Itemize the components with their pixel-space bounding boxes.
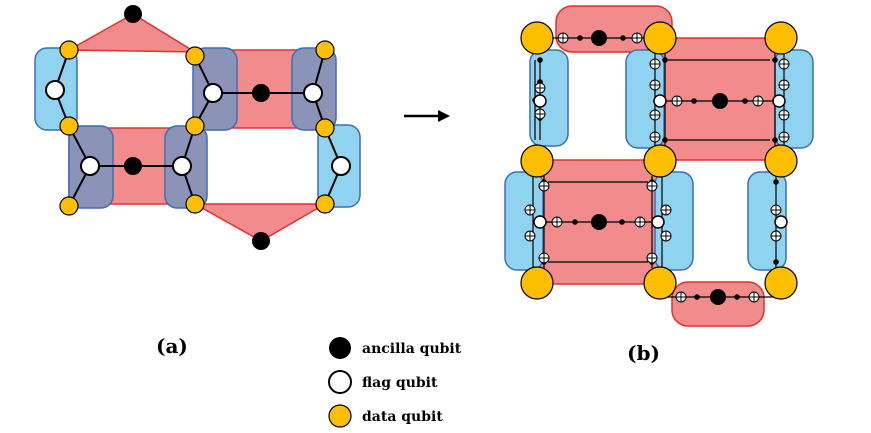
circle-plus-icon <box>752 95 764 107</box>
b-data-qubit-3 <box>764 21 798 55</box>
circle-plus-icon <box>778 131 790 143</box>
circle-plus-icon <box>748 291 760 303</box>
panel-a-caption: (a) <box>156 334 188 358</box>
flag-qubit-a5 <box>172 156 192 176</box>
circle-plus-icon <box>649 58 661 70</box>
flag-qubit-a2 <box>203 83 223 103</box>
flag-qubit-a1 <box>45 80 65 100</box>
circle-plus-icon <box>649 131 661 143</box>
data-qubit-a1 <box>59 40 79 60</box>
b-data-qubit-6 <box>764 144 798 178</box>
b-data-qubit-5 <box>643 144 677 178</box>
circle-plus-icon <box>538 180 550 192</box>
arrow-right-icon <box>404 110 450 122</box>
data-qubit-a2 <box>185 46 205 66</box>
legend-data-label: data qubit <box>362 409 443 425</box>
data-qubit-a4 <box>59 116 79 136</box>
b-ancilla-qubit-bottom <box>710 289 726 305</box>
legend: ancilla qubit flag qubit data qubit <box>328 337 462 428</box>
circle-plus-icon <box>631 32 643 44</box>
b-flag-qubit-3 <box>772 94 786 108</box>
b-flag-qubit-4 <box>533 215 547 229</box>
legend-data-icon <box>328 404 352 428</box>
flag-qubit-a4 <box>80 156 100 176</box>
b-ancilla-qubit-lower-left <box>591 214 607 230</box>
b-data-qubit-2 <box>643 21 677 55</box>
b-flag-qubit-5 <box>651 215 665 229</box>
b-data-qubit-8 <box>643 266 677 300</box>
circle-plus-icon-group <box>524 32 790 303</box>
ancilla-qubit-upper-center <box>252 84 270 102</box>
circle-plus-icon <box>649 109 661 121</box>
legend-flag-icon <box>328 370 352 394</box>
b-data-qubit-9 <box>764 266 798 300</box>
b-data-qubit-1 <box>520 21 554 55</box>
circle-plus-icon <box>778 79 790 91</box>
circle-plus-icon <box>649 79 661 91</box>
circle-plus-icon <box>671 95 683 107</box>
legend-ancilla-icon <box>329 337 351 359</box>
circle-plus-icon <box>675 291 687 303</box>
b-flag-qubit-2 <box>653 94 667 108</box>
panel-b-caption: (b) <box>627 341 660 365</box>
ancilla-qubit-bottom <box>252 232 270 250</box>
b-data-qubit-4 <box>520 144 554 178</box>
data-qubit-a8 <box>185 194 205 214</box>
circle-plus-icon <box>646 180 658 192</box>
circle-plus-icon <box>770 230 782 242</box>
flag-qubit-a3 <box>303 83 323 103</box>
b-ancilla-qubit-upper-right <box>712 93 728 109</box>
ancilla-qubit-top <box>124 5 142 23</box>
data-qubit-a7 <box>59 196 79 216</box>
b-flag-qubit-1 <box>533 94 547 108</box>
circle-plus-icon <box>660 230 672 242</box>
data-qubit-a5 <box>185 116 205 136</box>
b-data-qubit-7 <box>520 266 554 300</box>
circle-plus-icon <box>646 252 658 264</box>
circle-plus-icon <box>534 82 546 94</box>
circle-plus-icon <box>778 58 790 70</box>
circle-plus-icon <box>534 108 546 120</box>
flag-qubit-a6 <box>331 156 351 176</box>
circle-plus-icon <box>524 230 536 242</box>
panel-b <box>504 5 814 327</box>
legend-ancilla-label: ancilla qubit <box>362 341 462 357</box>
circle-plus-icon <box>551 216 563 228</box>
circle-plus-icon <box>538 252 550 264</box>
data-qubit-a6 <box>315 118 335 138</box>
circle-plus-icon <box>634 216 646 228</box>
top-triangle-plaquette <box>66 13 198 53</box>
data-qubit-a3 <box>315 40 335 60</box>
legend-flag-label: flag qubit <box>362 375 438 391</box>
ancilla-qubit-lower-center <box>124 157 142 175</box>
circle-plus-icon <box>557 32 569 44</box>
circle-plus-icon <box>778 109 790 121</box>
circle-plus-icon <box>524 204 536 216</box>
circle-plus-icon <box>660 204 672 216</box>
panel-a <box>34 5 361 250</box>
circle-plus-icon <box>770 204 782 216</box>
bottom-triangle-plaquette <box>192 203 328 242</box>
b-ancilla-qubit-top <box>591 30 607 46</box>
data-qubit-a9 <box>315 194 335 214</box>
b-flag-qubit-6 <box>774 215 788 229</box>
